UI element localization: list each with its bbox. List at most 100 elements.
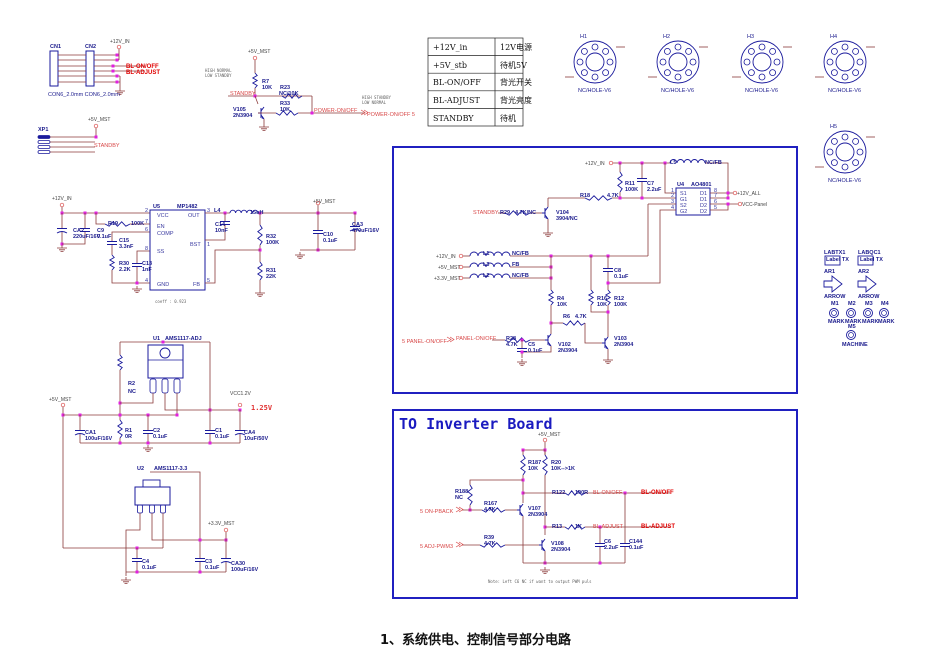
ref-label: R19 — [108, 221, 118, 227]
power-terminal-icon — [737, 201, 743, 207]
mounting-hole-icon — [852, 69, 860, 77]
wire — [111, 231, 150, 241]
mounting-hole-icon — [668, 52, 688, 72]
value-label: 100R — [575, 490, 588, 496]
net-label: BL-ADJUST — [641, 524, 675, 530]
junction-dot — [208, 441, 212, 445]
mounting-hole-icon — [602, 47, 610, 55]
mounting-hole-icon — [823, 130, 867, 174]
ref-label: L4 — [214, 208, 221, 214]
mounting-hole-icon — [830, 47, 838, 55]
ref-label: R30 — [119, 261, 129, 267]
mounting-hole-icon — [685, 47, 693, 55]
junction-dot — [175, 413, 179, 417]
mounting-hole-icon — [573, 40, 617, 84]
ref-label: R122 — [552, 490, 565, 496]
hole-part: NC/HOLE-V6 — [828, 178, 861, 184]
ref-label: M2 — [848, 301, 856, 307]
power-label: +12V_IN — [585, 161, 605, 167]
mounting-hole-icon — [758, 43, 766, 51]
ref-label: R31 — [266, 268, 276, 274]
fiducial-mark-icon — [846, 308, 856, 318]
npn-transistor-icon — [602, 336, 609, 350]
pin-label: D2 — [700, 203, 707, 209]
ref-label: LABQC1 — [858, 250, 881, 256]
value-label: 470uF/16V — [352, 228, 380, 234]
ref-label: V108 — [551, 541, 564, 547]
inductor-icon — [469, 273, 511, 279]
legend-table: +12V_in 12V电源 +5V_stb 待机5V BL-ON/OFF 背光开… — [427, 37, 532, 127]
power-terminal-icon — [237, 402, 243, 408]
ref-label: R23 — [280, 85, 290, 91]
value-label: 3904/NC — [556, 216, 578, 222]
mounting-hole-icon — [830, 137, 838, 145]
ref-label: C4 — [142, 559, 150, 565]
ground-icon — [259, 124, 269, 131]
ref-label: L5 — [670, 160, 676, 166]
mounting-hole-icon — [585, 52, 605, 72]
value-label: 4.7K — [607, 193, 619, 199]
mounting-hole-icon — [856, 148, 864, 156]
ref-label: R18 — [580, 193, 590, 199]
pin-label: D1 — [700, 191, 707, 197]
table-cell: STANDBY — [433, 114, 474, 123]
ref-label: C2 — [153, 428, 160, 434]
ref-label: CA1 — [85, 430, 96, 436]
mounting-hole-icon — [841, 163, 849, 171]
fiducial-mark-icon — [829, 308, 839, 318]
ref-label: C144 — [629, 539, 643, 545]
ref-label: C14 — [215, 222, 226, 228]
value-label: 10K — [262, 85, 272, 91]
resistor-icon — [104, 221, 131, 227]
wire — [608, 209, 676, 284]
net-label: BL-ON/OFF — [126, 64, 159, 70]
ref-label: V103 — [614, 336, 627, 342]
power-label: +5V_MST — [248, 49, 270, 55]
note: Note: Left C6 NC if want to output PWM p… — [488, 579, 592, 584]
value-label: 4.7K/NC — [515, 210, 536, 216]
resistor-icon — [479, 542, 506, 548]
port-arrow-icon — [360, 109, 369, 116]
wire — [164, 393, 240, 411]
value-label: 0.1uF — [629, 545, 644, 551]
hole-part: NC/HOLE-V6 — [578, 88, 611, 94]
junction-dot — [115, 74, 119, 78]
wire — [590, 305, 608, 313]
pin-number: 5 — [714, 205, 717, 211]
npn-transistor-icon — [542, 548, 545, 551]
value-label: 2N3904 — [551, 547, 571, 553]
ref-label: R7 — [262, 79, 269, 85]
resistor-icon — [562, 320, 586, 326]
junction-dot — [640, 196, 644, 200]
junction-dot — [135, 570, 139, 574]
net-label: PANEL-ON/OFF — [456, 336, 497, 342]
power-terminal-icon — [732, 190, 738, 196]
mounting-hole-icon — [663, 47, 671, 55]
value-label: 100K — [625, 187, 638, 193]
pin-label: FB — [193, 282, 200, 288]
port-label: 5 ON-PBACK — [420, 509, 454, 515]
port-arrow-icon — [446, 336, 455, 343]
npn-transistor-icon — [261, 116, 264, 119]
ref-label: AR1 — [824, 269, 835, 275]
mounting-hole-icon — [747, 47, 755, 55]
pin-number: 2 — [145, 208, 148, 214]
ref-label: R39 — [484, 535, 494, 541]
ref-label: L1 — [483, 251, 489, 257]
mounting-hole-icon — [830, 69, 838, 77]
inverter-section: TO Inverter Board +5V_MST R187 10K R20 1… — [399, 415, 675, 584]
ref-label: L2 — [483, 273, 489, 279]
ref-label: CN2 — [85, 44, 96, 50]
ref-label: R188 — [455, 489, 468, 495]
ref-label: R11 — [625, 181, 635, 187]
net-label: STANDBY — [94, 143, 120, 149]
net-label: STANDBY — [230, 91, 256, 97]
label-tx-box — [824, 255, 841, 266]
ref-label: R20 — [551, 460, 561, 466]
junction-dot — [520, 350, 524, 354]
value-label: 0.1uF — [528, 348, 543, 354]
value-label: 10nF — [215, 228, 228, 234]
pin-label: D2 — [700, 209, 707, 215]
net-label: POWER-ON/OFF — [314, 108, 358, 114]
